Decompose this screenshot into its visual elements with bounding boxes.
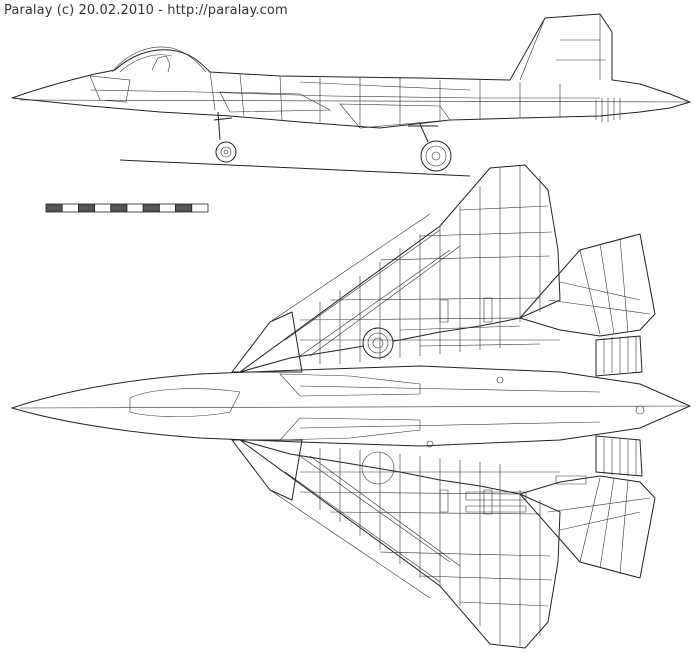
scale-bar-segment (126, 203, 144, 213)
scale-bar (45, 203, 209, 213)
scale-bar-segment (78, 203, 96, 213)
scale-bar-segment (110, 203, 128, 213)
scale-bar-segment (94, 203, 112, 213)
top-view (10, 164, 692, 649)
scale-bar-segment (191, 203, 209, 213)
scale-bar-segment (45, 203, 63, 213)
scale-bar-segment (142, 203, 160, 213)
scale-bar-segment (175, 203, 193, 213)
scale-bar-segment (158, 203, 176, 213)
credit-text: Paralay (c) 20.02.2010 - http://paralay.… (4, 3, 288, 18)
side-view (11, 13, 692, 177)
scale-bar-segment (61, 203, 79, 213)
